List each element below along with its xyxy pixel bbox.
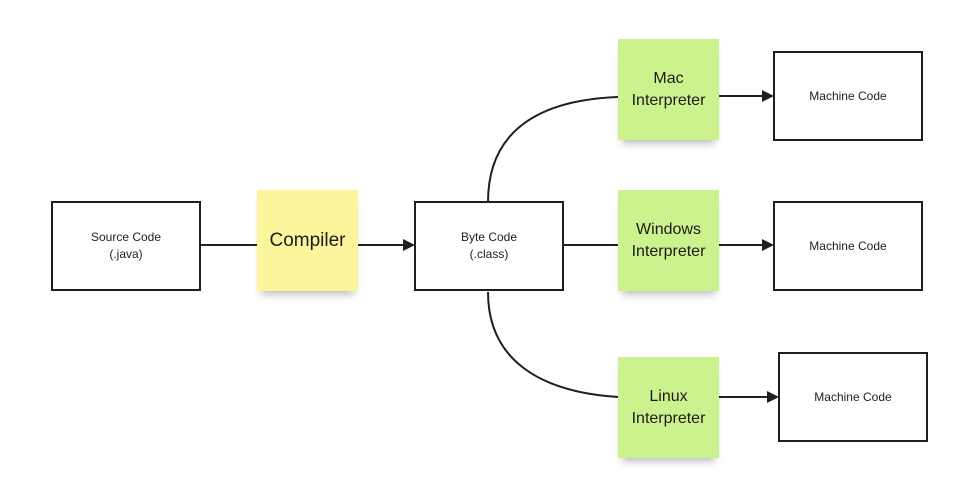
source-code-label: Source Code — [90, 230, 162, 244]
linux-interpreter-note: Linux Interpreter — [618, 357, 719, 458]
windows-interpreter-line2: Interpreter — [631, 242, 706, 260]
curve-bytecode-linux — [487, 291, 619, 398]
mac-interpreter-line2: Interpreter — [631, 91, 706, 109]
linux-machine-code-box: Machine Code — [778, 352, 928, 442]
mac-interpreter-note: Mac Interpreter — [618, 39, 719, 140]
linux-interpreter-line1: Linux — [649, 387, 688, 405]
source-code-extension: (.java) — [109, 247, 143, 261]
compiler-label: Compiler — [269, 229, 346, 251]
windows-interpreter-note: Windows Interpreter — [618, 190, 719, 291]
windows-machine-code-label: Machine Code — [809, 238, 887, 253]
mac-interpreter-line1: Mac — [653, 69, 684, 87]
source-code-box: Source Code (.java) — [51, 201, 201, 291]
curve-bytecode-mac — [487, 96, 619, 203]
linux-interpreter-line2: Interpreter — [631, 409, 706, 427]
byte-code-box: Byte Code (.class) — [414, 201, 564, 291]
byte-code-label: Byte Code — [460, 230, 518, 244]
windows-machine-code-box: Machine Code — [773, 201, 923, 291]
byte-code-extension: (.class) — [469, 247, 509, 261]
windows-interpreter-line1: Windows — [636, 220, 701, 238]
linux-machine-code-label: Machine Code — [814, 389, 892, 404]
mac-machine-code-label: Machine Code — [809, 88, 887, 103]
compiler-note: Compiler — [257, 190, 358, 291]
mac-machine-code-box: Machine Code — [773, 51, 923, 141]
